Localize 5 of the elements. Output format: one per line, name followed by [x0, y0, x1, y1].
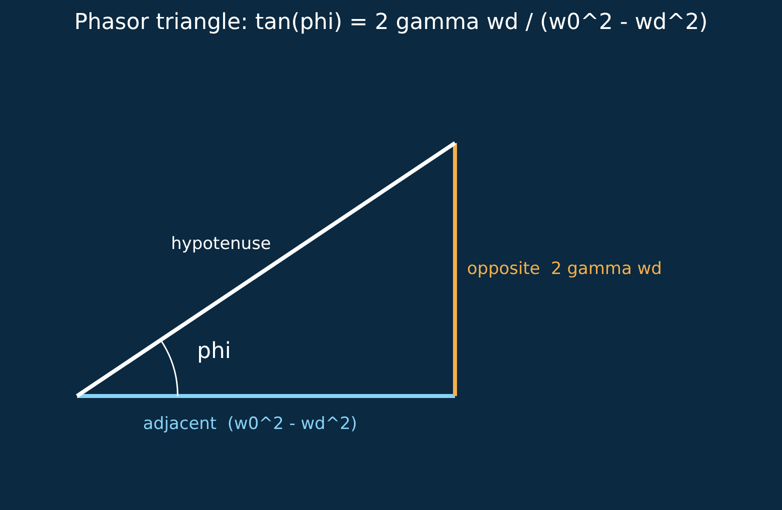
side-label: hypotenuse — [171, 234, 272, 254]
title: Phasor triangle: tan(phi) = 2 gamma wd / (w0^2 - wd^2) — [73, 10, 709, 36]
angle-label: phi — [197, 339, 232, 366]
side-label: adjacent (w0^2 - wd^2) — [143, 414, 358, 434]
side-label: opposite 2 gamma wd — [467, 259, 662, 280]
